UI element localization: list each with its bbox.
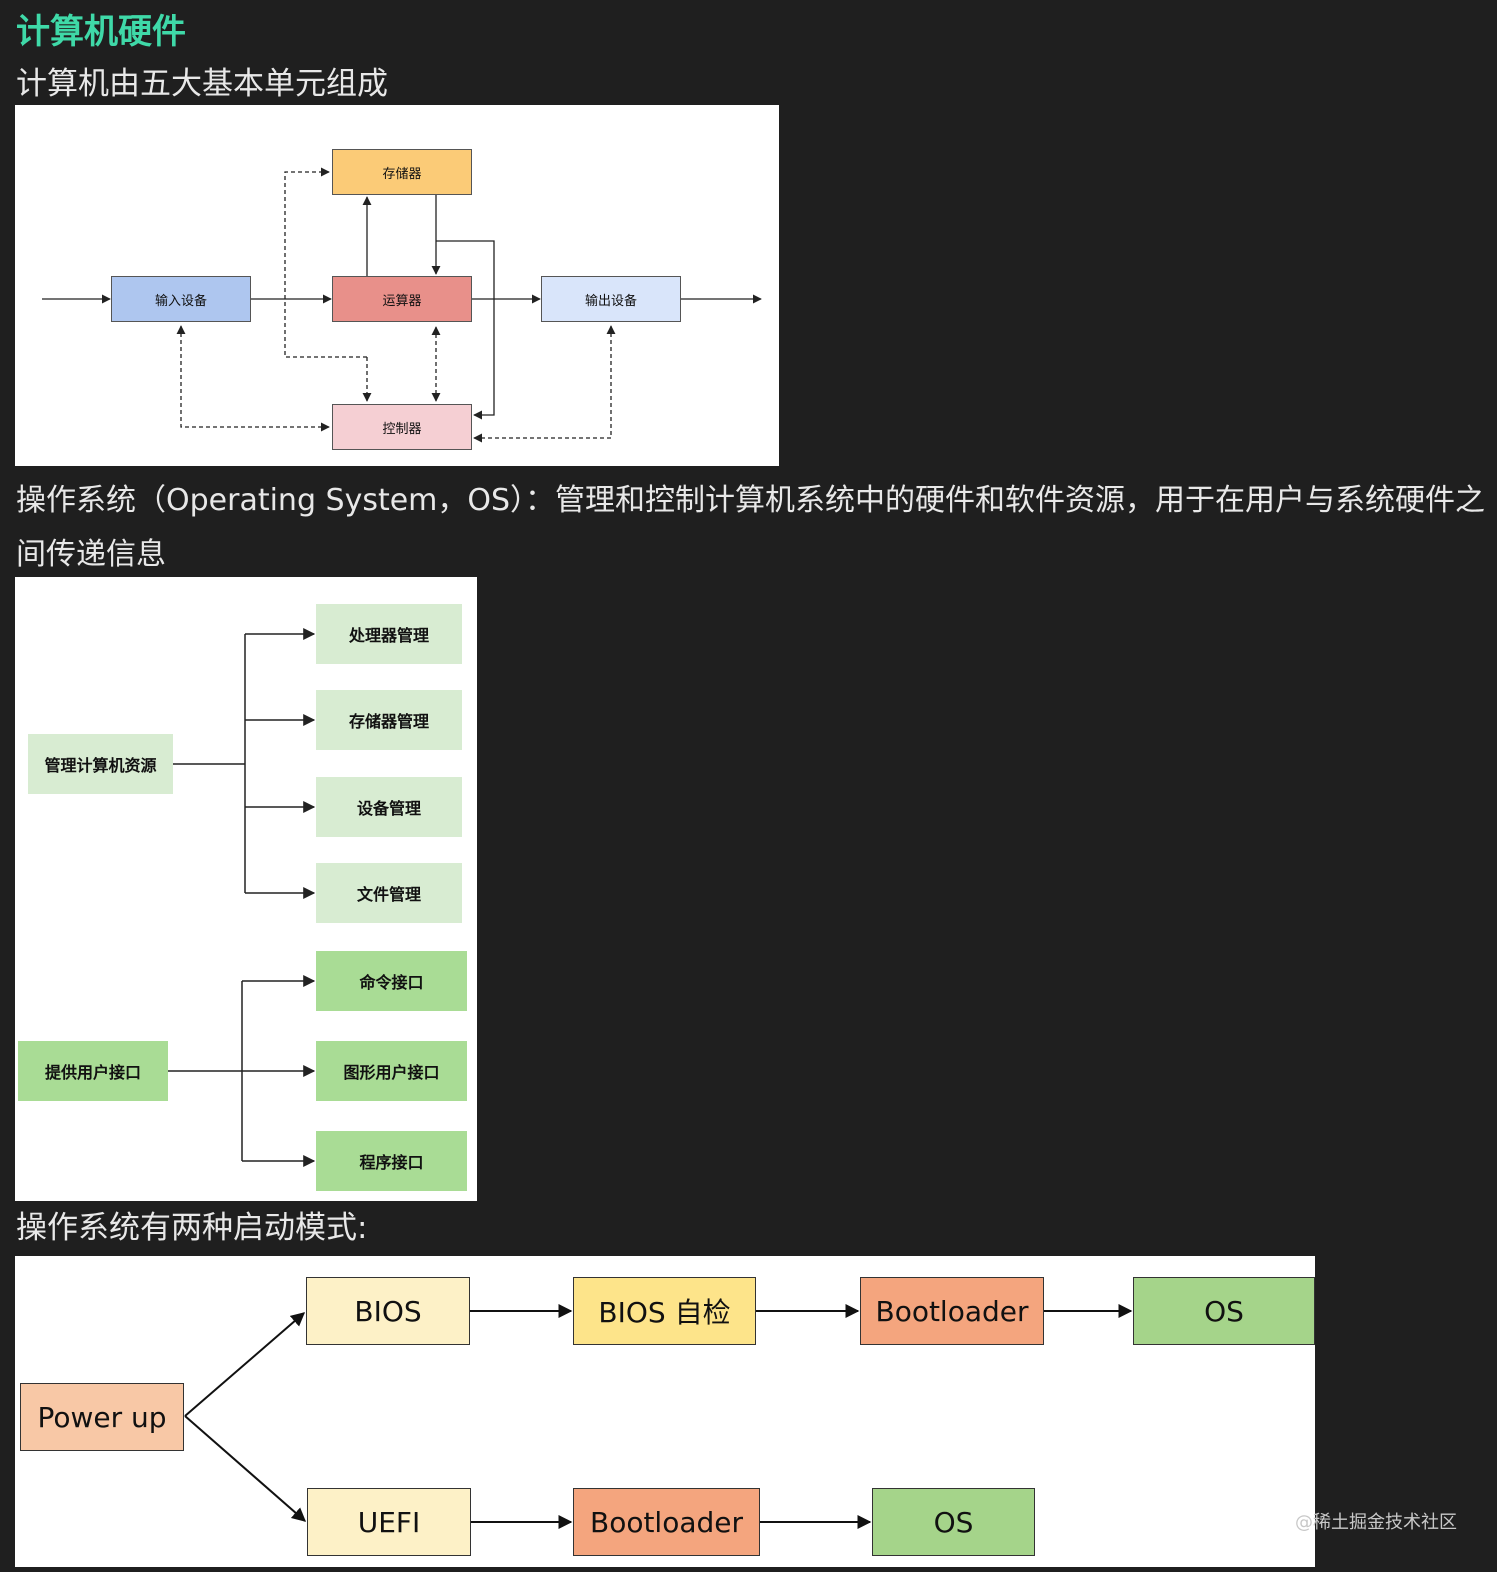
- hardware-subtitle: 计算机由五大基本单元组成: [16, 66, 388, 102]
- program-interface-box: 程序接口: [316, 1131, 467, 1191]
- site-watermark: @稀土掘金技术社区: [1295, 1512, 1457, 1533]
- output-device-box: 输出设备: [541, 276, 681, 322]
- storage-mgmt-box: 存储器管理: [316, 690, 462, 750]
- user-interface-box: 提供用户接口: [18, 1041, 168, 1101]
- os-box-2: OS: [872, 1488, 1035, 1556]
- command-interface-box: 命令接口: [316, 951, 467, 1011]
- alu-box: 运算器: [332, 276, 472, 322]
- bootloader-box-1: Bootloader: [860, 1277, 1044, 1345]
- processor-mgmt-box: 处理器管理: [316, 604, 462, 664]
- uefi-box: UEFI: [307, 1488, 471, 1556]
- section-title-hardware: 计算机硬件: [16, 12, 186, 52]
- hardware-diagram: 存储器 输入设备 运算器 输出设备 控制器: [15, 105, 779, 466]
- manage-resources-box: 管理计算机资源: [28, 734, 173, 794]
- os-box-1: OS: [1133, 1277, 1315, 1345]
- boot-modes-arrows: [184, 1304, 1133, 1529]
- storage-box: 存储器: [332, 149, 472, 195]
- boot-modes-heading: 操作系统有两种启动模式:: [16, 1210, 368, 1246]
- os-functions-diagram: 管理计算机资源 处理器管理 存储器管理 设备管理 文件管理 提供用户接口 命令接…: [15, 577, 477, 1201]
- hardware-diagram-arrows: [42, 167, 762, 443]
- boot-modes-diagram: Power up BIOS BIOS 自检 Bootloader OS UEFI…: [15, 1256, 1315, 1567]
- os-functions-arrows: [168, 628, 316, 1167]
- os-definition: 操作系统（Operating System，OS）：管理和控制计算机系统中的硬件…: [16, 483, 1486, 572]
- bios-post-box: BIOS 自检: [573, 1277, 756, 1345]
- gui-box: 图形用户接口: [316, 1041, 467, 1101]
- input-device-box: 输入设备: [111, 276, 251, 322]
- power-up-box: Power up: [20, 1383, 184, 1451]
- file-mgmt-box: 文件管理: [316, 863, 462, 923]
- device-mgmt-box: 设备管理: [316, 777, 462, 837]
- bios-box: BIOS: [306, 1277, 470, 1345]
- controller-box: 控制器: [332, 404, 472, 450]
- bootloader-box-2: Bootloader: [573, 1488, 760, 1556]
